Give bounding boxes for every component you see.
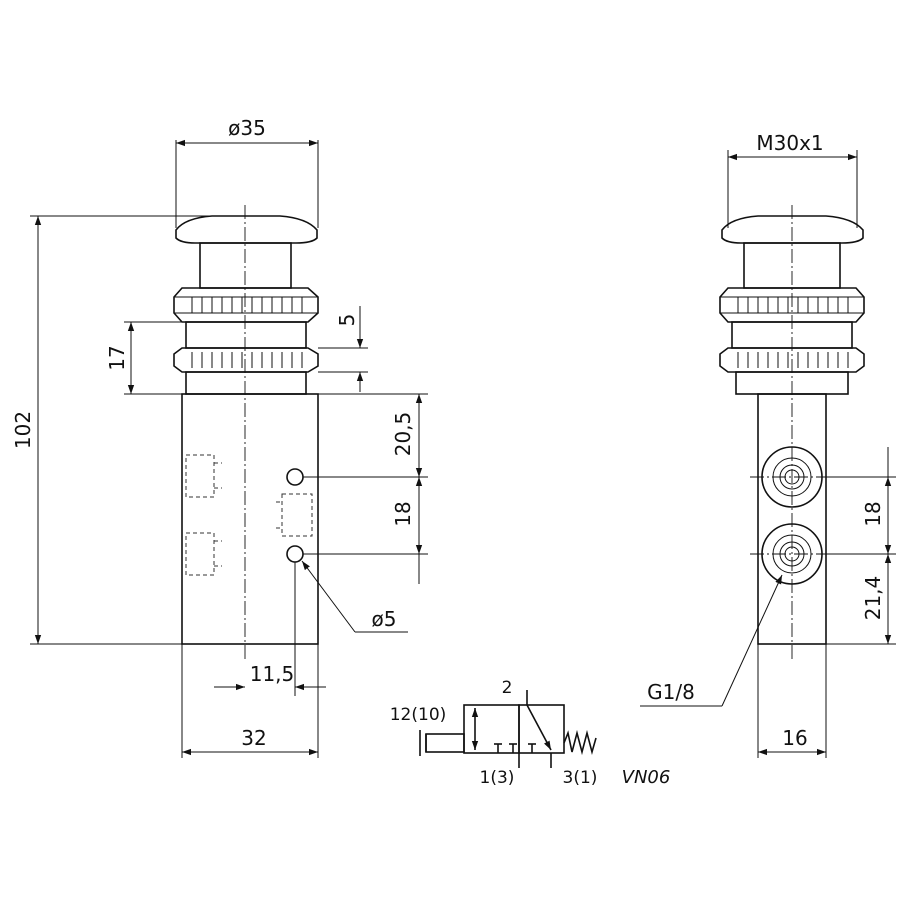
symbol-push-button bbox=[425, 733, 465, 753]
dim-g1-8: G1/8 bbox=[640, 574, 783, 707]
front-lower-neck bbox=[185, 371, 307, 395]
label-port-2: 2 bbox=[502, 678, 513, 698]
label-side-18: 18 bbox=[861, 501, 885, 526]
side-view: M30x1 18 21,4 G1/8 16 bbox=[640, 131, 896, 758]
label-16: 16 bbox=[782, 726, 807, 750]
front-upper-nut bbox=[173, 287, 319, 323]
dim-32: 32 bbox=[181, 644, 319, 758]
side-lower-nut bbox=[719, 347, 865, 373]
symbol-spring bbox=[563, 729, 597, 756]
front-stem bbox=[199, 242, 292, 289]
label-port-12: 12(10) bbox=[390, 705, 447, 725]
front-upper-knurl bbox=[174, 296, 318, 314]
dim-dia-5: ø5 bbox=[301, 560, 408, 633]
label-5: 5 bbox=[335, 314, 359, 327]
front-view: ø35 102 17 5 bbox=[11, 116, 428, 758]
dim-16: 16 bbox=[757, 644, 827, 758]
front-lower-nut bbox=[173, 347, 319, 373]
label-11-5: 11,5 bbox=[250, 662, 295, 686]
label-dia-5: ø5 bbox=[372, 607, 397, 631]
front-lower-knurl bbox=[191, 352, 303, 368]
front-port-hole-upper bbox=[286, 468, 304, 486]
label-height-102: 102 bbox=[11, 411, 35, 449]
front-mushroom-cap bbox=[175, 215, 318, 244]
label-18: 18 bbox=[391, 501, 415, 526]
symbol-square-left bbox=[463, 704, 520, 754]
dim-dia-35: ø35 bbox=[175, 116, 319, 228]
label-g1-8: G1/8 bbox=[647, 680, 695, 704]
label-side-21-4: 21,4 bbox=[861, 576, 885, 621]
label-port-1: 1(3) bbox=[480, 768, 515, 788]
label-m30: M30x1 bbox=[756, 131, 823, 155]
side-upper-nut bbox=[719, 287, 865, 323]
front-body bbox=[181, 393, 319, 645]
dim-17: 17 bbox=[105, 321, 186, 395]
dim-height-102: 102 bbox=[11, 215, 212, 645]
pneumatic-symbol: 2 12(10) 1(3) 3(1) VN06 bbox=[390, 678, 671, 788]
front-port-hole-lower bbox=[286, 545, 304, 563]
dim-side-18-21-4: 18 21,4 bbox=[822, 447, 896, 645]
label-model: VN06 bbox=[622, 767, 671, 788]
label-32: 32 bbox=[241, 726, 266, 750]
side-mushroom-cap bbox=[721, 215, 864, 244]
dim-20-5-and-18: 20,5 18 bbox=[303, 393, 428, 584]
label-port-3: 3(1) bbox=[563, 768, 598, 788]
dim-11-5: 11,5 bbox=[214, 562, 326, 696]
dim-5: 5 bbox=[318, 306, 368, 392]
symbol-square-right bbox=[518, 704, 565, 754]
label-dia-35: ø35 bbox=[228, 116, 266, 140]
dim-m30: M30x1 bbox=[727, 131, 858, 228]
front-hidden-ports bbox=[185, 454, 313, 576]
front-neck bbox=[185, 321, 307, 349]
label-20-5: 20,5 bbox=[391, 412, 415, 457]
side-body bbox=[757, 393, 827, 645]
label-17: 17 bbox=[105, 345, 129, 370]
